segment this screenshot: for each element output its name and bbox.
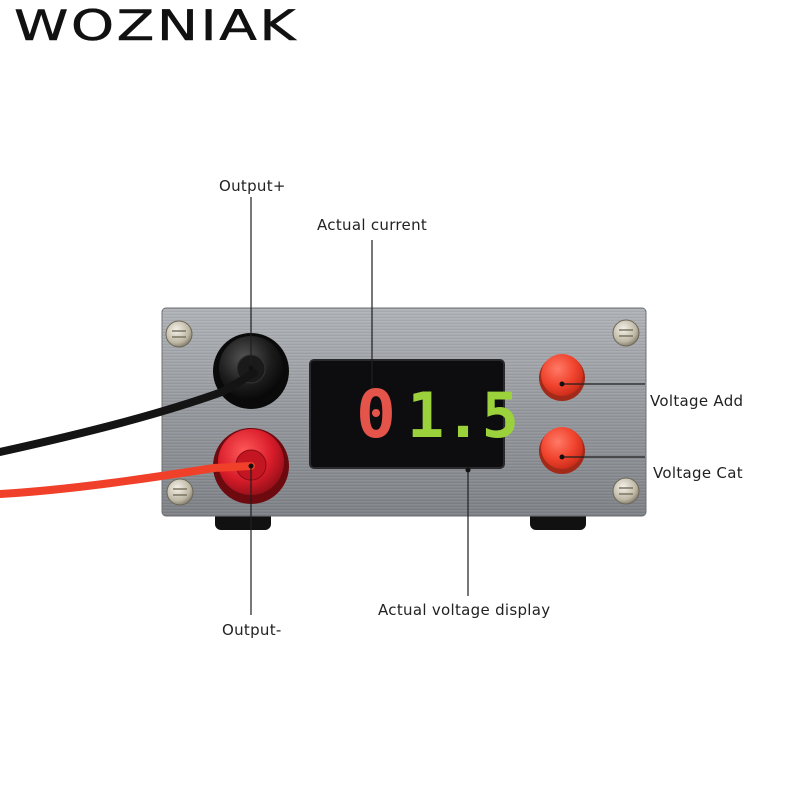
output-plus-label: Output+ [219,177,286,195]
brand-logo: WOZNIAK [14,2,298,51]
led-display [309,359,505,469]
black-probe-wire [0,369,258,456]
screw-icon [612,477,640,505]
current-readout: 0 [356,376,396,453]
red-probe-wire [0,462,255,498]
screw-icon [612,319,640,347]
voltage-add-label: Voltage Add [650,392,744,410]
voltage-cat-button[interactable] [539,427,585,474]
output-minus-label: Output- [222,621,282,639]
voltage-add-button[interactable] [539,354,585,401]
actual-current-label: Actual current [317,216,428,234]
screw-icon [166,478,194,506]
screw-icon [165,320,193,348]
voltage-cat-label: Voltage Cat [653,464,743,482]
actual-voltage-display-label: Actual voltage display [378,601,551,619]
voltage-readout: 1.5 [407,379,519,452]
